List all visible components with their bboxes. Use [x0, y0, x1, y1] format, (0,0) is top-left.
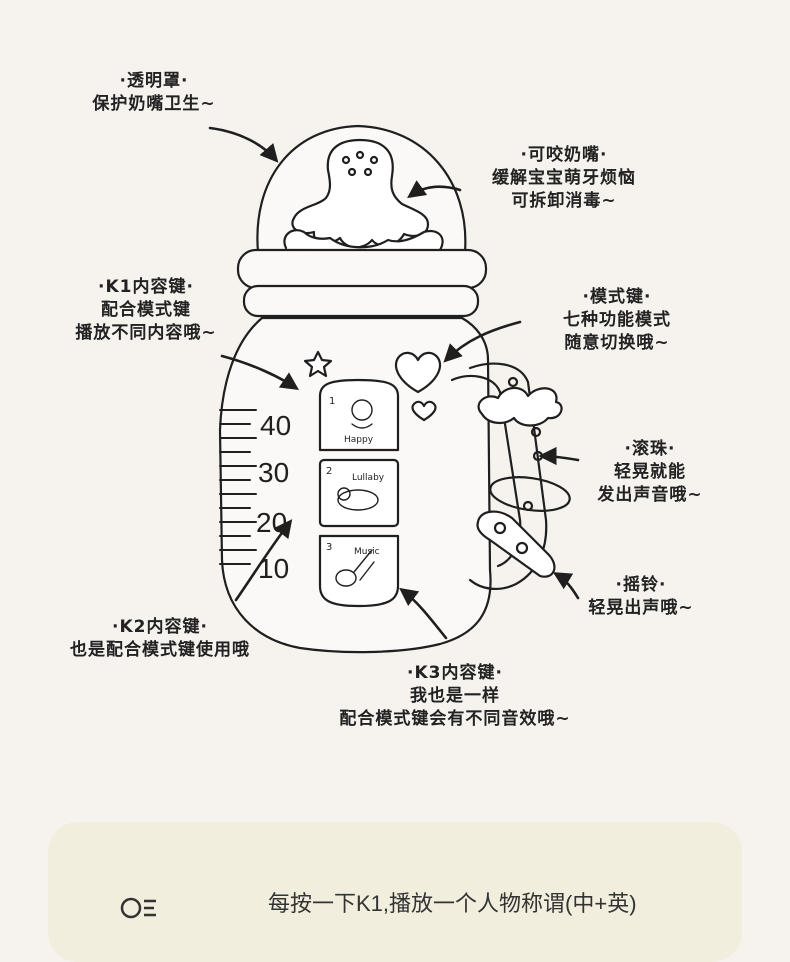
nipple-shape [283, 138, 444, 252]
annotation-line: 配合模式键 [101, 300, 191, 320]
annotation-title: ·模式键· [582, 287, 652, 307]
cloud-grip [477, 386, 563, 427]
annotation-line: 缓解宝宝萌牙烦恼 [492, 168, 636, 188]
annotation-line: 发出声音哦~ [597, 485, 703, 505]
info-text: 每按一下K1,播放一个人物称谓(中+英) [268, 891, 637, 916]
bottle-drawing [208, 124, 580, 654]
scale-mark: 10 [258, 553, 289, 584]
nipple-annotation: ·可咬奶嘴· 缓解宝宝萌牙烦恼 可拆卸消毒~ [456, 144, 672, 213]
scale-mark: 20 [256, 507, 287, 538]
bead-bar [476, 510, 556, 578]
k3-annotation: ·K3内容键· 我也是一样 配合模式键会有不同音效哦~ [300, 662, 610, 731]
annotation-line: 轻晃就能 [614, 462, 686, 482]
annotation-title: ·可咬奶嘴· [520, 145, 608, 165]
star-shape [303, 350, 333, 378]
annotation-title: ·K2内容键· [112, 617, 208, 637]
rattle-handle [450, 362, 571, 590]
small-heart [411, 400, 437, 422]
button-caption: Music [354, 547, 380, 557]
button-1 [318, 378, 400, 452]
rattle-ring [489, 476, 571, 512]
k1-annotation: ·K1内容键· 配合模式键 播放不同内容哦~ [54, 276, 238, 345]
button-labels: 1 Happy 2 Lullaby 3 Music [326, 396, 385, 557]
button-number: 2 [326, 466, 332, 477]
annotation-line: 我也是一样 [410, 686, 500, 706]
scale-mark: 30 [258, 457, 289, 488]
button-caption: Lullaby [352, 473, 385, 483]
button-2 [318, 458, 400, 528]
annotation-title: ·透明罩· [119, 71, 189, 91]
button-number: 1 [329, 396, 335, 407]
beads-annotation: ·滚珠· 轻晃就能 发出声音哦~ [570, 438, 730, 507]
annotation-title: ·滚珠· [624, 439, 676, 459]
annotation-line: 七种功能模式 [563, 310, 671, 330]
scale-mark: 40 [260, 410, 291, 441]
annotation-title: ·摇铃· [615, 575, 667, 595]
list-icon [120, 897, 156, 919]
button-3 [318, 534, 400, 608]
annotation-line: 也是配合模式键使用哦 [70, 640, 250, 660]
collar-top [236, 248, 488, 290]
scale-marks: 40 30 20 10 [256, 410, 291, 584]
annotation-line: 轻晃出声哦~ [588, 598, 694, 618]
cover-annotation: ·透明罩· 保护奶嘴卫生~ [62, 70, 246, 116]
annotation-line: 配合模式键会有不同音效哦~ [339, 709, 571, 729]
mode-annotation: ·模式键· 七种功能模式 随意切换哦~ [524, 286, 710, 355]
info-panel: 每按一下K1,播放一个人物称谓(中+英) [48, 822, 742, 962]
rattle-annotation: ·摇铃· 轻晃出声哦~ [566, 574, 716, 620]
mode-heart [394, 351, 442, 394]
annotation-line: 播放不同内容哦~ [75, 323, 217, 343]
annotation-title: ·K1内容键· [98, 277, 194, 297]
annotation-line: 随意切换哦~ [564, 333, 670, 353]
annotation-line: 可拆卸消毒~ [511, 191, 617, 211]
k2-annotation: ·K2内容键· 也是配合模式键使用哦 [40, 616, 280, 662]
collar-bottom [242, 284, 480, 318]
annotation-line: 保护奶嘴卫生~ [92, 94, 216, 114]
callout-arrows [208, 126, 580, 640]
button-caption: Happy [344, 435, 374, 445]
button-art [335, 399, 379, 587]
button-number: 3 [326, 542, 332, 553]
bottle-diagram: 40 30 20 10 1 Happy 2 Lullaby 3 Music [208, 124, 580, 654]
scale-ticks [219, 409, 257, 565]
annotation-title: ·K3内容键· [407, 663, 503, 683]
